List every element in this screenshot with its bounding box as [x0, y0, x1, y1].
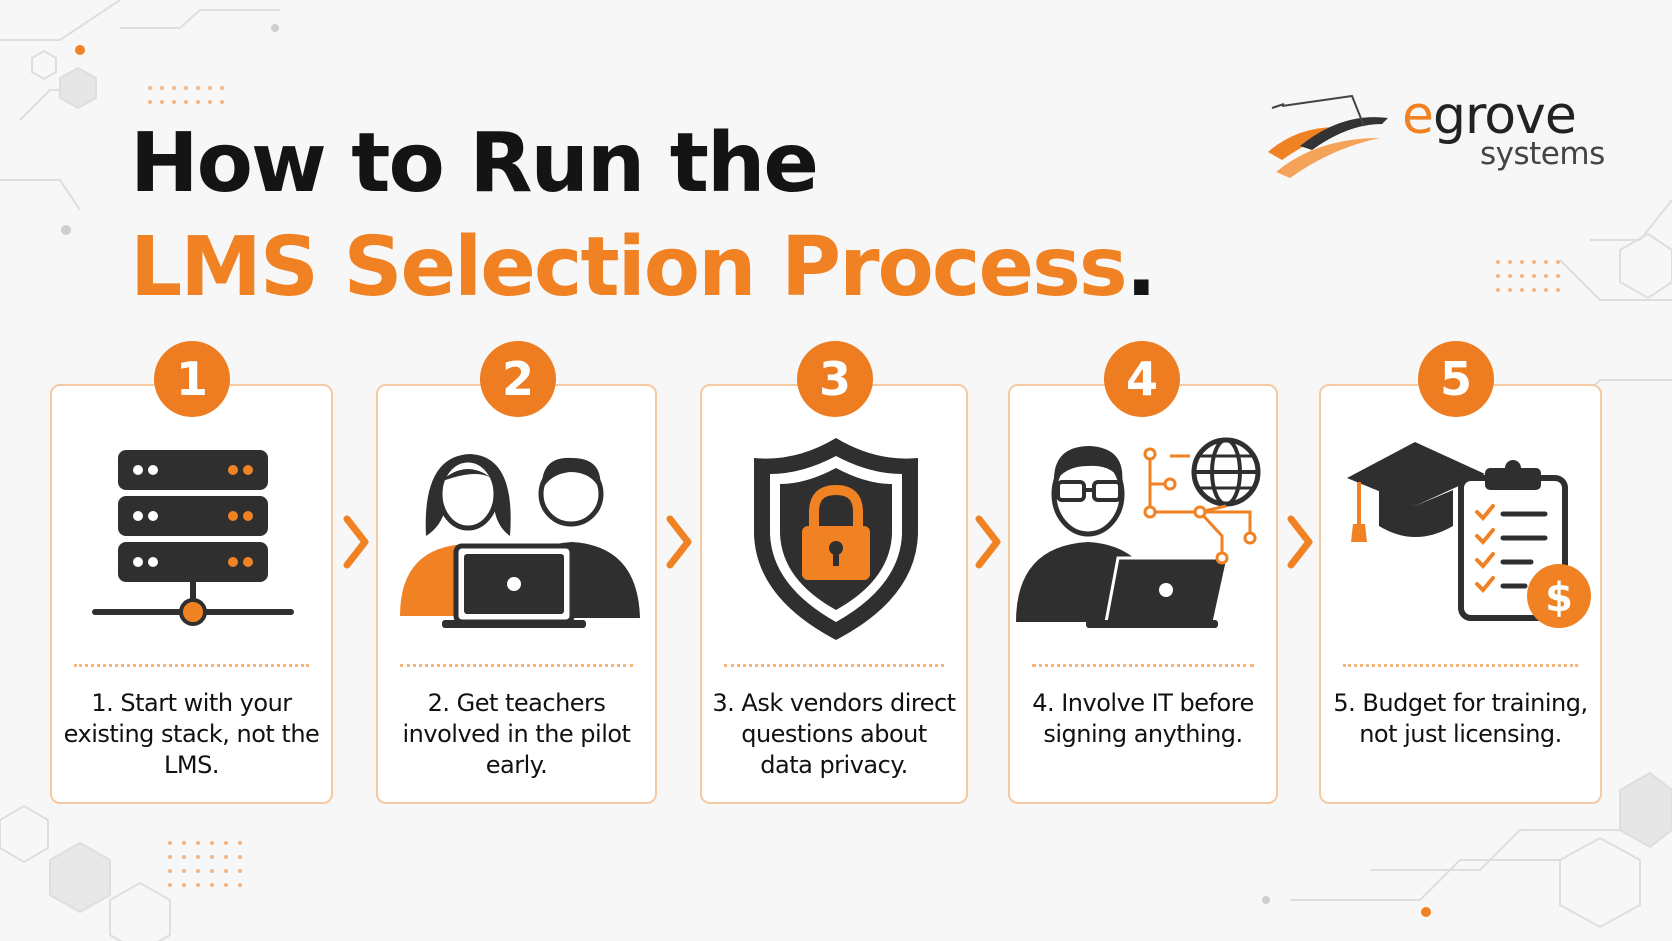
step-badge-3: 3	[797, 341, 873, 417]
svg-text:$: $	[1545, 575, 1573, 621]
step-text: 4. Involve IT before signing anything.	[1032, 689, 1254, 748]
step-text: 2. Get teachers involved in the pilot ea…	[402, 689, 631, 779]
step-badge-5: 5	[1418, 341, 1494, 417]
teachers-laptop-icon	[400, 454, 640, 628]
step-card-3: 3. Ask vendors direct questions about da…	[700, 384, 968, 804]
step-text: 1. Start with your existing stack, not t…	[63, 689, 320, 779]
page-title: How to Run the LMS Selection Process.	[130, 112, 1157, 320]
server-stack-icon	[92, 450, 294, 626]
step-badge-4: 4	[1104, 341, 1180, 417]
step-card-2: 2. Get teachers involved in the pilot ea…	[376, 384, 657, 804]
chevron-right-icon	[343, 515, 369, 569]
title-line-1: How to Run the	[130, 116, 819, 211]
step-badge-2: 2	[480, 341, 556, 417]
logo-swoosh-icon	[1268, 94, 1388, 178]
card-divider	[1343, 664, 1578, 667]
step-text: 5. Budget for training, not just licensi…	[1333, 689, 1588, 748]
logo-wordmark: egrove	[1402, 86, 1577, 146]
logo-e: e	[1402, 86, 1434, 146]
card-divider	[74, 664, 309, 667]
shield-lock-icon	[754, 438, 918, 640]
step-badge-1: 1	[154, 341, 230, 417]
card-divider	[400, 664, 633, 667]
it-network-icon	[1016, 437, 1261, 628]
logo-grove: grove	[1433, 86, 1577, 146]
step-card-5: $ 5. Budget for training, not just licen…	[1319, 384, 1602, 804]
title-line-2-text: LMS Selection Process	[130, 220, 1128, 315]
chevron-right-icon	[975, 515, 1001, 569]
title-line-2: LMS Selection Process.	[130, 216, 1157, 320]
card-divider	[724, 664, 944, 667]
step-card-1: 1. Start with your existing stack, not t…	[50, 384, 333, 804]
logo-subtext: systems	[1480, 136, 1605, 172]
chevron-right-icon	[666, 515, 692, 569]
card-divider	[1032, 664, 1254, 667]
graduation-budget-icon: $	[1347, 442, 1591, 628]
step-card-4: 4. Involve IT before signing anything.	[1008, 384, 1278, 804]
title-end-mark: .	[1125, 220, 1157, 315]
brand-logo: egrove systems	[1262, 86, 1622, 186]
chevron-right-icon	[1287, 515, 1313, 569]
step-text: 3. Ask vendors direct questions about da…	[712, 689, 956, 779]
